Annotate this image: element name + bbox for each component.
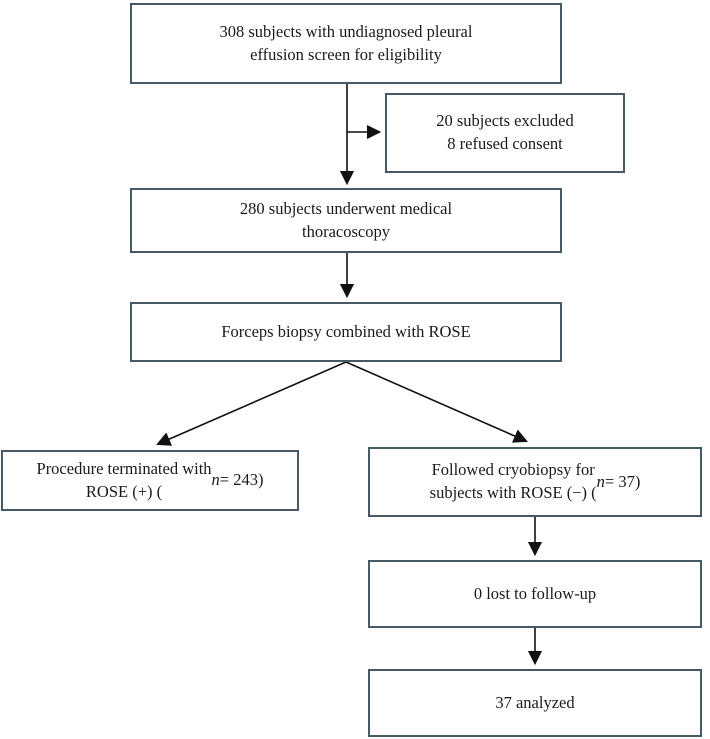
arrow-forceps-to-rose-positive [156,361,347,446]
flow-box-forceps: Forceps biopsy combined with ROSE [130,302,562,362]
flow-box-lost: 0 lost to follow-up [368,560,702,628]
flow-box-analyzed: 37 analyzed [368,669,702,737]
arrow-forceps-to-rose-negative [345,361,528,443]
